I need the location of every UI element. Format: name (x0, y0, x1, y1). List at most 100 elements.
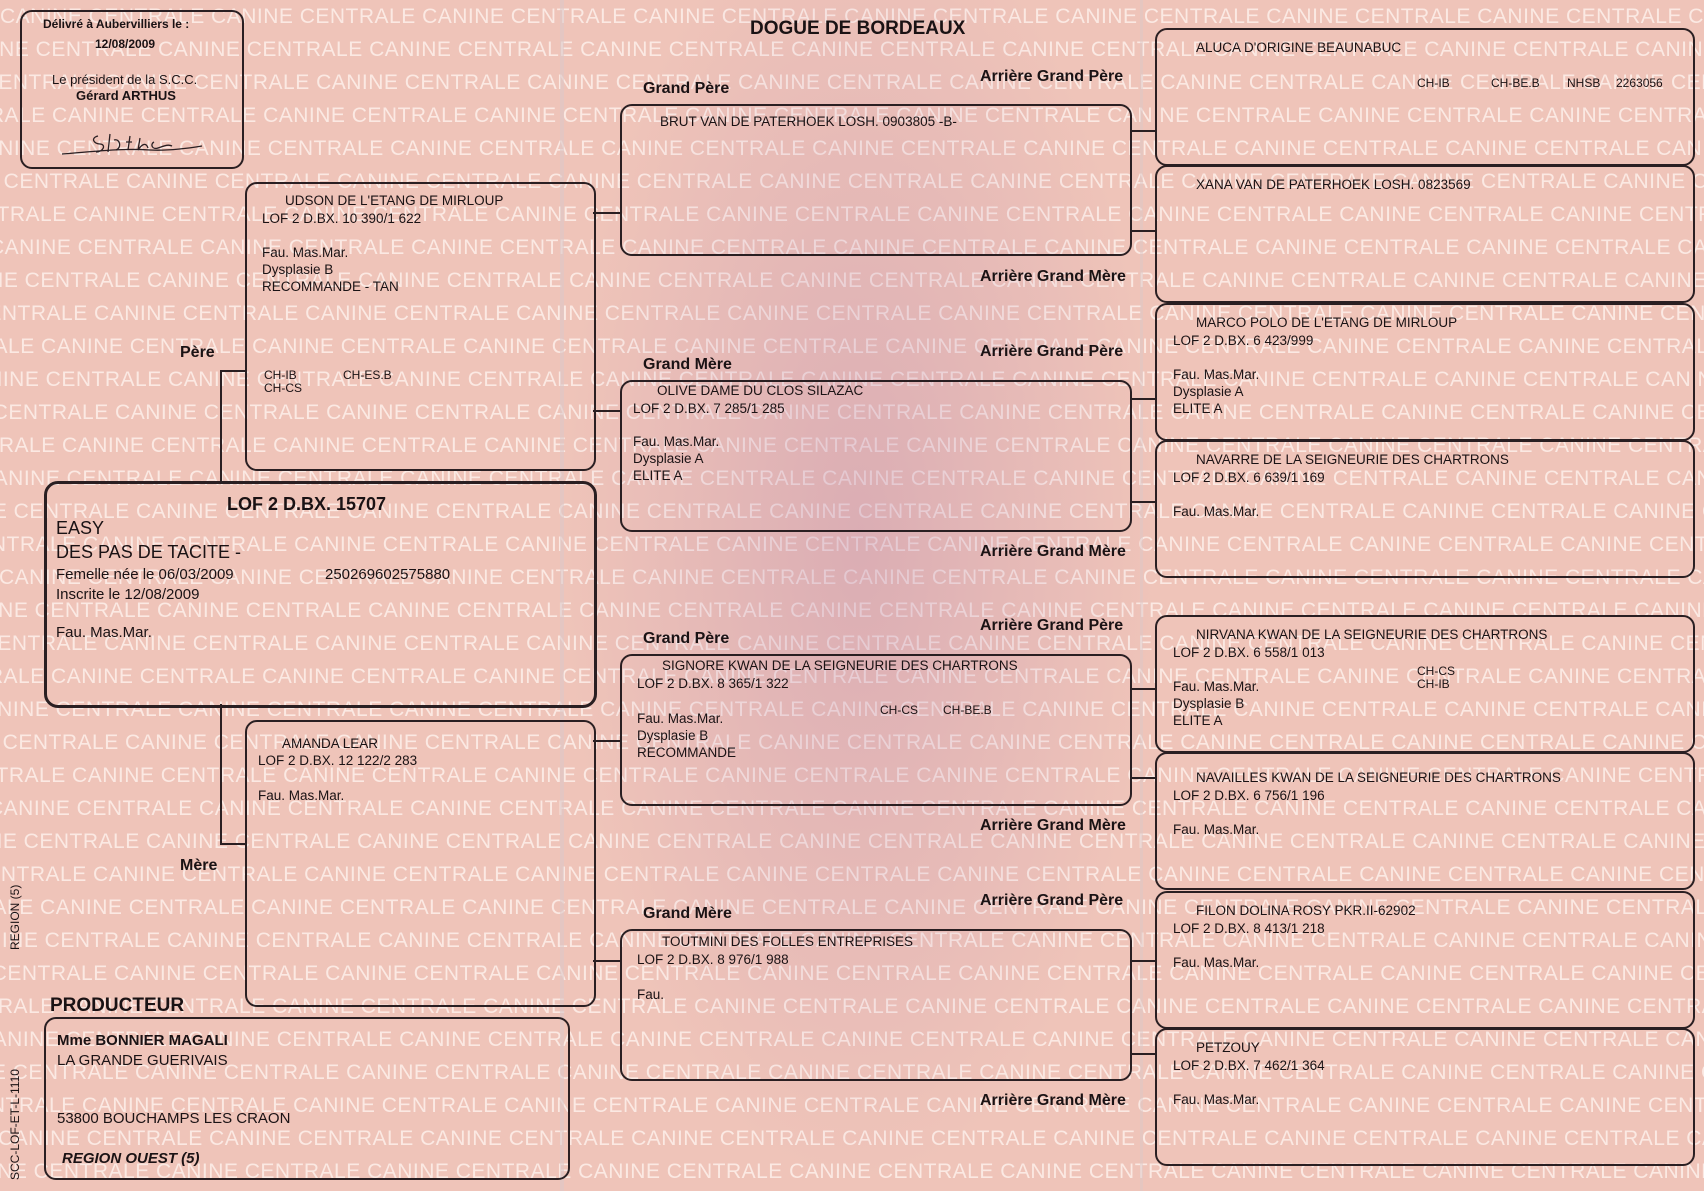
a4-reg: LOF 2 D.BX. 6 639/1 169 (1173, 470, 1325, 485)
connector-line (220, 843, 246, 845)
watermark-row: CANINE CENTRALE CANINE CENTRALE CANINE C… (0, 236, 1704, 259)
a2-name: XANA VAN DE PATERHOEK LOSH. 0823569 (1196, 177, 1471, 192)
connector-line (220, 704, 222, 844)
gp2-reg: LOF 2 D.BX. 8 365/1 322 (637, 676, 789, 691)
watermark-row: CANINE CENTRALE CANINE CENTRALE CANINE C… (0, 302, 1704, 325)
subject-tests: Fau. Mas.Mar. (56, 624, 152, 641)
label-grand-mere: Grand Mère (643, 905, 732, 922)
subject-registered: Inscrite le 12/08/2009 (56, 586, 200, 603)
sire-reg: LOF 2 D.BX. 10 390/1 622 (262, 211, 422, 226)
gm1-test: Dysplasie A (633, 451, 704, 466)
watermark-row: CANINE CENTRALE CANINE CENTRALE CANINE C… (0, 863, 1704, 886)
a5-name: NIRVANA KWAN DE LA SEIGNEURIE DES CHARTR… (1196, 627, 1548, 642)
a5-reg: LOF 2 D.BX. 6 558/1 013 (1173, 645, 1325, 660)
watermark-row: CANINE CENTRALE CANINE CENTRALE CANINE C… (0, 797, 1704, 820)
side-region: REGION (5) (8, 884, 22, 950)
great-grandparent-box (1155, 1028, 1695, 1166)
gm2-test: Fau. (637, 987, 665, 1002)
label-arriere-grand-pere: Arrière Grand Père (980, 68, 1124, 85)
watermark-row: CANINE CENTRALE CANINE CENTRALE CANINE C… (0, 170, 1704, 193)
watermark-row: CANINE CENTRALE CANINE CENTRALE CANINE C… (0, 1094, 1704, 1117)
label-grand-mere: Grand Mère (643, 356, 732, 373)
a5-test: Dysplasie B (1173, 696, 1245, 711)
issue-date: 12/08/2009 (95, 37, 156, 51)
sire-test: Fau. Mas.Mar. (262, 245, 349, 260)
a3-reg: LOF 2 D.BX. 6 423/999 (1173, 333, 1314, 348)
producer-name: Mme BONNIER MAGALI (57, 1032, 228, 1049)
watermark-row: CANINE CENTRALE CANINE CENTRALE CANINE C… (0, 368, 1704, 391)
a5-test: Fau. Mas.Mar. (1173, 679, 1260, 694)
gm1-test: Fau. Mas.Mar. (633, 434, 720, 449)
connector-line (220, 370, 246, 372)
sire-name: UDSON DE L'ETANG DE MIRLOUP (285, 193, 504, 208)
connector-line (1130, 230, 1155, 232)
a6-test: Fau. Mas.Mar. (1173, 822, 1260, 837)
watermark-row: CANINE CENTRALE CANINE CENTRALE CANINE C… (0, 830, 1704, 853)
watermark-row: CANINE CENTRALE CANINE CENTRALE CANINE C… (0, 698, 1704, 721)
producer-heading: PRODUCTEUR (50, 995, 185, 1016)
connector-line (1130, 777, 1155, 779)
watermark-row: CANINE CENTRALE CANINE CENTRALE CANINE C… (0, 401, 1704, 424)
a8-test: Fau. Mas.Mar. (1173, 1092, 1260, 1107)
connector-line (1130, 688, 1155, 690)
label-mere: Mère (180, 857, 218, 874)
label-arriere-grand-mere: Arrière Grand Mère (980, 543, 1126, 560)
sire-title: CH-ES.B (343, 368, 392, 382)
a6-reg: LOF 2 D.BX. 6 756/1 196 (1173, 788, 1325, 803)
dam-test: Fau. Mas.Mar. (258, 788, 345, 803)
center-tint (560, 0, 1160, 1191)
watermark-row: CANINE CENTRALE CANINE CENTRALE CANINE C… (0, 1127, 1704, 1150)
watermark-row: CANINE CENTRALE CANINE CENTRALE CANINE C… (0, 500, 1704, 523)
a8-name: PETZOUY (1196, 1040, 1260, 1055)
gp2-title: CH-BE.B (943, 703, 992, 717)
watermark-row: CANINE CENTRALE CANINE CENTRALE CANINE C… (0, 1028, 1704, 1051)
watermark-row: CANINE CENTRALE CANINE CENTRALE CANINE C… (0, 632, 1704, 655)
fold-line (1140, 0, 1143, 1191)
watermark-row: CANINE CENTRALE CANINE CENTRALE CANINE C… (0, 764, 1704, 787)
issue-line: Délivré à Aubervilliers le : (43, 17, 190, 31)
issue-name: Gérard ARTHUS (76, 88, 176, 103)
connector-line (1130, 130, 1155, 132)
connector-line (593, 212, 620, 214)
a1-title: 2263056 (1616, 76, 1663, 90)
great-grandparent-box (1155, 752, 1695, 890)
gp2-name: SIGNORE KWAN DE LA SEIGNEURIE DES CHARTR… (662, 658, 1018, 673)
connector-line (1130, 398, 1132, 502)
a7-name: FILON DOLINA ROSY PKR.II-62902 (1196, 903, 1416, 918)
subject-birth: Femelle née le 06/03/2009 (56, 566, 234, 583)
sire-box (245, 182, 596, 471)
fold-line (560, 0, 564, 1191)
connector-line (1130, 501, 1155, 503)
issue-box (20, 10, 244, 169)
dam-name: AMANDA LEAR (282, 736, 379, 751)
a1-title: NHSB (1567, 76, 1601, 90)
a5-test: ELITE A (1173, 713, 1223, 728)
label-arriere-grand-mere: Arrière Grand Mère (980, 268, 1126, 285)
label-grand-pere: Grand Père (643, 630, 730, 647)
a1-title: CH-IB (1417, 76, 1450, 90)
sire-test: Dysplasie B (262, 262, 334, 277)
connector-line (593, 960, 620, 962)
watermark-row: CANINE CENTRALE CANINE CENTRALE CANINE C… (0, 566, 1704, 589)
subject-box (44, 481, 597, 708)
a7-reg: LOF 2 D.BX. 8 413/1 218 (1173, 921, 1325, 936)
a7-test: Fau. Mas.Mar. (1173, 955, 1260, 970)
signature-image (61, 133, 203, 155)
gm2-reg: LOF 2 D.BX. 8 976/1 988 (637, 952, 789, 967)
gm1-reg: LOF 2 D.BX. 7 285/1 285 (633, 401, 785, 416)
label-arriere-grand-pere: Arrière Grand Père (980, 343, 1124, 360)
gp2-test: Fau. Mas.Mar. (637, 711, 724, 726)
connector-line (1130, 130, 1132, 230)
watermark-row: CANINE CENTRALE CANINE CENTRALE CANINE C… (0, 203, 1704, 226)
connector-line (1130, 398, 1155, 400)
a3-test: Fau. Mas.Mar. (1173, 367, 1260, 382)
label-arriere-grand-mere: Arrière Grand Mère (980, 1092, 1126, 1109)
watermark-row: CANINE CENTRALE CANINE CENTRALE CANINE C… (0, 269, 1704, 292)
producer-address: 53800 BOUCHAMPS LES CRAON (57, 1110, 291, 1127)
watermark-row: CANINE CENTRALE CANINE CENTRALE CANINE C… (0, 896, 1704, 919)
dam-reg: LOF 2 D.BX. 12 122/2 283 (258, 753, 418, 768)
subject-chip: 250269602575880 (325, 566, 451, 583)
gm1-name: OLIVE DAME DU CLOS SILAZAC (657, 383, 864, 398)
sire-test: RECOMMANDE - TAN (262, 279, 399, 294)
a4-name: NAVARRE DE LA SEIGNEURIE DES CHARTRONS (1196, 452, 1509, 467)
